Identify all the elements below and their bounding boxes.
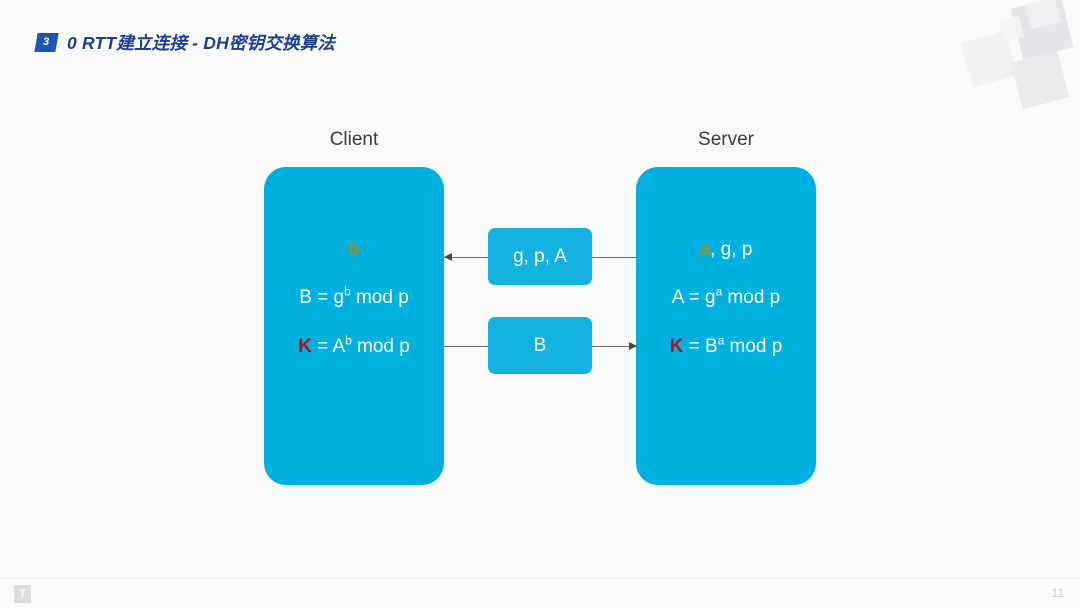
server-key-suffix: mod p: [724, 336, 783, 357]
server-key-exponent: a: [717, 334, 725, 348]
arrow-head-left-icon: [444, 252, 452, 261]
server-public-prefix: A = g: [671, 287, 716, 308]
server-secret-suffix: , g, p: [710, 239, 753, 260]
server-key-prefix: = B: [683, 336, 718, 357]
server-key-formula: K = Ba mod p: [636, 334, 816, 357]
connector-line-bottom-left: [444, 346, 489, 348]
message-box-b: B: [488, 317, 592, 374]
decorative-square-icon: [1010, 50, 1070, 110]
section-number-label: 3: [43, 36, 50, 48]
brand-logo-icon: T: [14, 585, 31, 603]
server-secret-var: a: [699, 239, 711, 260]
server-label: Server: [698, 129, 754, 150]
client-public-formula: B = gb mod p: [264, 285, 444, 308]
client-key-formula: K = Ab mod p: [264, 334, 444, 357]
client-key-exponent: b: [345, 334, 352, 348]
server-box: a, g, p A = ga mod p K = Ba mod p: [636, 167, 816, 485]
slide-header: 3 0 RTT建立连接 - DH密钥交换算法: [34, 30, 336, 55]
server-key-var: K: [669, 336, 684, 357]
client-public-exponent: b: [344, 285, 351, 299]
client-secret-var: b: [348, 239, 360, 260]
client-public-suffix: mod p: [350, 287, 409, 308]
client-key-prefix: = A: [311, 336, 346, 357]
client-key-var: K: [298, 336, 312, 357]
client-key-suffix: mod p: [351, 336, 410, 357]
client-label: Client: [329, 129, 379, 150]
server-secret-line: a, g, p: [636, 240, 816, 259]
server-public-exponent: a: [715, 285, 723, 299]
connector-line-top-left: [444, 257, 489, 259]
connector-line-top-right: [591, 257, 637, 259]
page-title: 0 RTT建立连接 - DH密钥交换算法: [67, 33, 336, 53]
page-number: 11: [1051, 586, 1064, 600]
server-public-suffix: mod p: [722, 287, 781, 308]
section-number-badge: 3: [34, 33, 59, 52]
footer-divider: [0, 578, 1080, 579]
client-public-prefix: B = g: [299, 287, 345, 308]
server-public-formula: A = ga mod p: [636, 285, 816, 308]
client-box: b B = gb mod p K = Ab mod p: [264, 167, 444, 485]
client-secret-line: b: [264, 240, 444, 259]
connector-line-bottom-right: [591, 346, 637, 348]
arrow-head-right-icon: [629, 341, 637, 350]
message-box-params: g, p, A: [488, 228, 592, 285]
